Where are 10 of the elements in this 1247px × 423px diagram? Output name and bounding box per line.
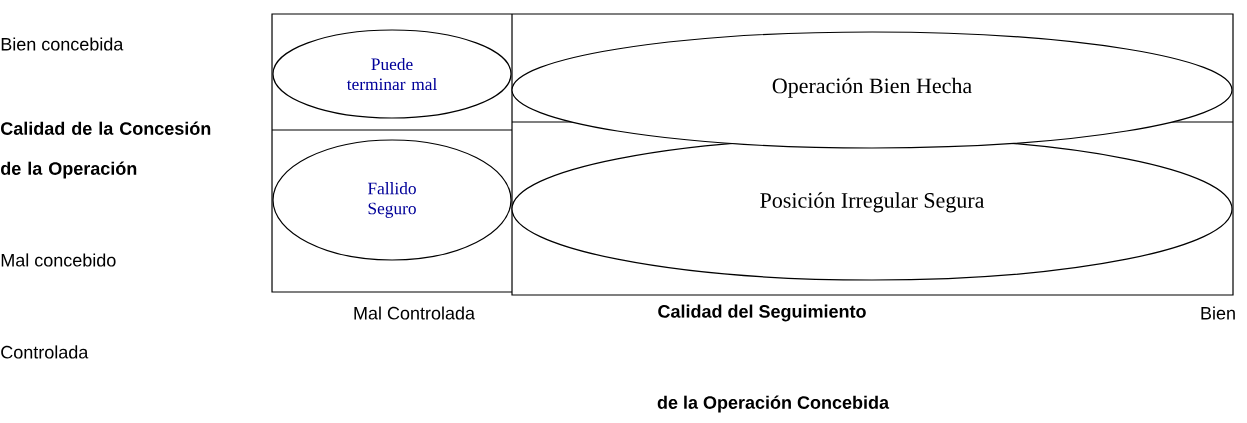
axis-label: Bien [1201, 306, 1235, 320]
node-label: Operación Bien Hecha [772, 77, 972, 98]
axis-label: Calidad del Seguimiento [658, 304, 866, 322]
axis-label: Bien concebida [1, 37, 124, 51]
node-label: Posición Irregular Segura [760, 192, 985, 213]
axis-label: Mal concebido [1, 253, 116, 267]
axis-label: Mal Controlada [354, 306, 475, 320]
axis-label: de la Operación Concebida [657, 395, 890, 413]
axis-label: Controlada [1, 345, 89, 359]
axis-label: Calidad de la Concesión de la Operación [1, 121, 211, 179]
